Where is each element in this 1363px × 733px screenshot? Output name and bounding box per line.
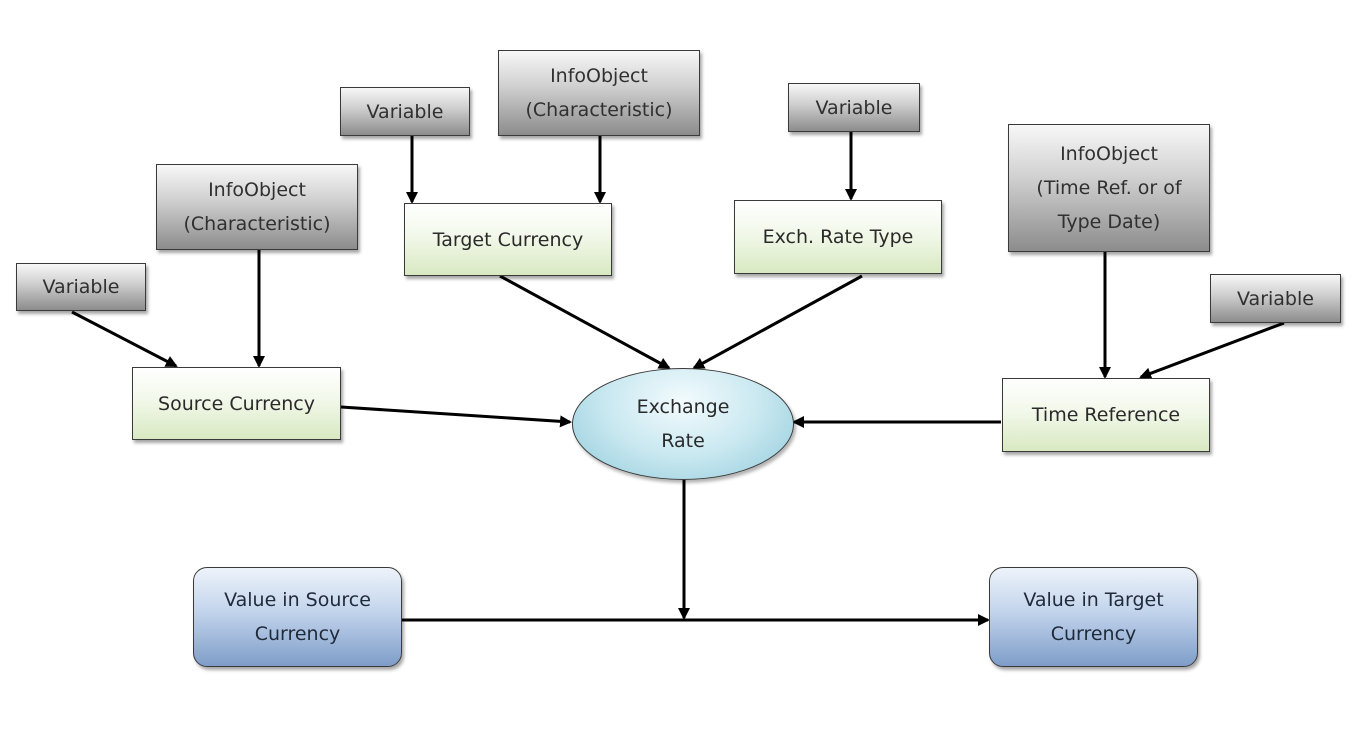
exchange-rate-line-2: Rate [661, 430, 705, 452]
time-reference-box: Time Reference [1002, 378, 1210, 452]
time-reference-label: Time Reference [1032, 398, 1180, 432]
infoobject-box-time-label: InfoObject (Time Ref. or of Type Date) [1036, 137, 1181, 239]
exchange-rate-ellipse: Exchange Rate [572, 368, 794, 480]
infoobject-box-time-line-2: (Time Ref. or of [1036, 177, 1182, 199]
target-currency-box: Target Currency [404, 203, 612, 276]
infoobject-box-target-line-1: InfoObject [550, 65, 648, 87]
infoobject-box-target-line-2: (Characteristic) [525, 99, 673, 121]
infoobject-box-source-line-2: (Characteristic) [183, 213, 331, 235]
infoobject-box-time: InfoObject (Time Ref. or of Type Date) [1008, 124, 1210, 252]
variable-box-rate-type-line-1: Variable [815, 96, 893, 119]
value-in-target-currency-label: Value in Target Currency [1023, 583, 1163, 651]
value-in-target-currency-line-1: Value in Target [1023, 589, 1164, 611]
time-reference-line-1: Time Reference [1031, 404, 1181, 426]
exch-rate-type-box: Exch. Rate Type [734, 200, 942, 274]
variable-box-time: Variable [1210, 274, 1341, 323]
connector-source-currency-to-exchange-rate [340, 405, 572, 428]
exchange-rate-line-1: Exchange [636, 396, 730, 418]
infoobject-box-target-label: InfoObject (Characteristic) [526, 59, 673, 127]
connector-rate-type-to-exchange-rate [692, 274, 863, 370]
value-in-source-currency-box: Value in Source Currency [193, 567, 402, 667]
exch-rate-type-label: Exch. Rate Type [763, 220, 914, 254]
value-in-target-currency-box: Value in Target Currency [989, 567, 1198, 667]
source-currency-line-1: Source Currency [158, 392, 315, 415]
variable-box-target-label: Variable [367, 95, 444, 129]
exchange-rate-label: Exchange Rate [637, 390, 730, 458]
variable-box-time-label: Variable [1237, 282, 1314, 316]
infoobject-box-time-line-3: Type Date) [1057, 211, 1161, 233]
infoobject-box-target: InfoObject (Characteristic) [498, 50, 700, 136]
connector-variable-to-source-currency [71, 310, 178, 368]
target-currency-line-1: Target Currency [432, 228, 584, 251]
value-in-source-currency-line-2: Currency [254, 623, 341, 645]
source-currency-label: Source Currency [158, 387, 315, 421]
variable-box-source: Variable [16, 263, 146, 311]
value-in-source-currency-label: Value in Source Currency [224, 583, 371, 651]
target-currency-label: Target Currency [433, 223, 583, 257]
source-currency-box: Source Currency [132, 367, 341, 440]
connector-variable-to-time-reference [1139, 321, 1285, 380]
value-in-target-currency-line-2: Currency [1050, 623, 1137, 645]
infoobject-box-source-line-1: InfoObject [208, 179, 306, 201]
variable-box-target: Variable [340, 87, 470, 136]
variable-box-rate-type-label: Variable [816, 91, 893, 125]
variable-box-source-label: Variable [43, 270, 120, 304]
variable-box-source-line-1: Variable [42, 276, 120, 298]
variable-box-target-line-1: Variable [366, 100, 444, 123]
infoobject-box-time-line-1: InfoObject [1060, 143, 1158, 165]
value-in-source-currency-line-1: Value in Source [224, 589, 371, 611]
exch-rate-type-line-1: Exch. Rate Type [762, 226, 914, 248]
connector-target-currency-to-exchange-rate [499, 274, 671, 370]
infoobject-box-source: InfoObject (Characteristic) [156, 164, 358, 250]
infoobject-box-source-label: InfoObject (Characteristic) [184, 173, 331, 241]
variable-box-time-line-1: Variable [1237, 287, 1314, 310]
variable-box-rate-type: Variable [788, 83, 920, 132]
